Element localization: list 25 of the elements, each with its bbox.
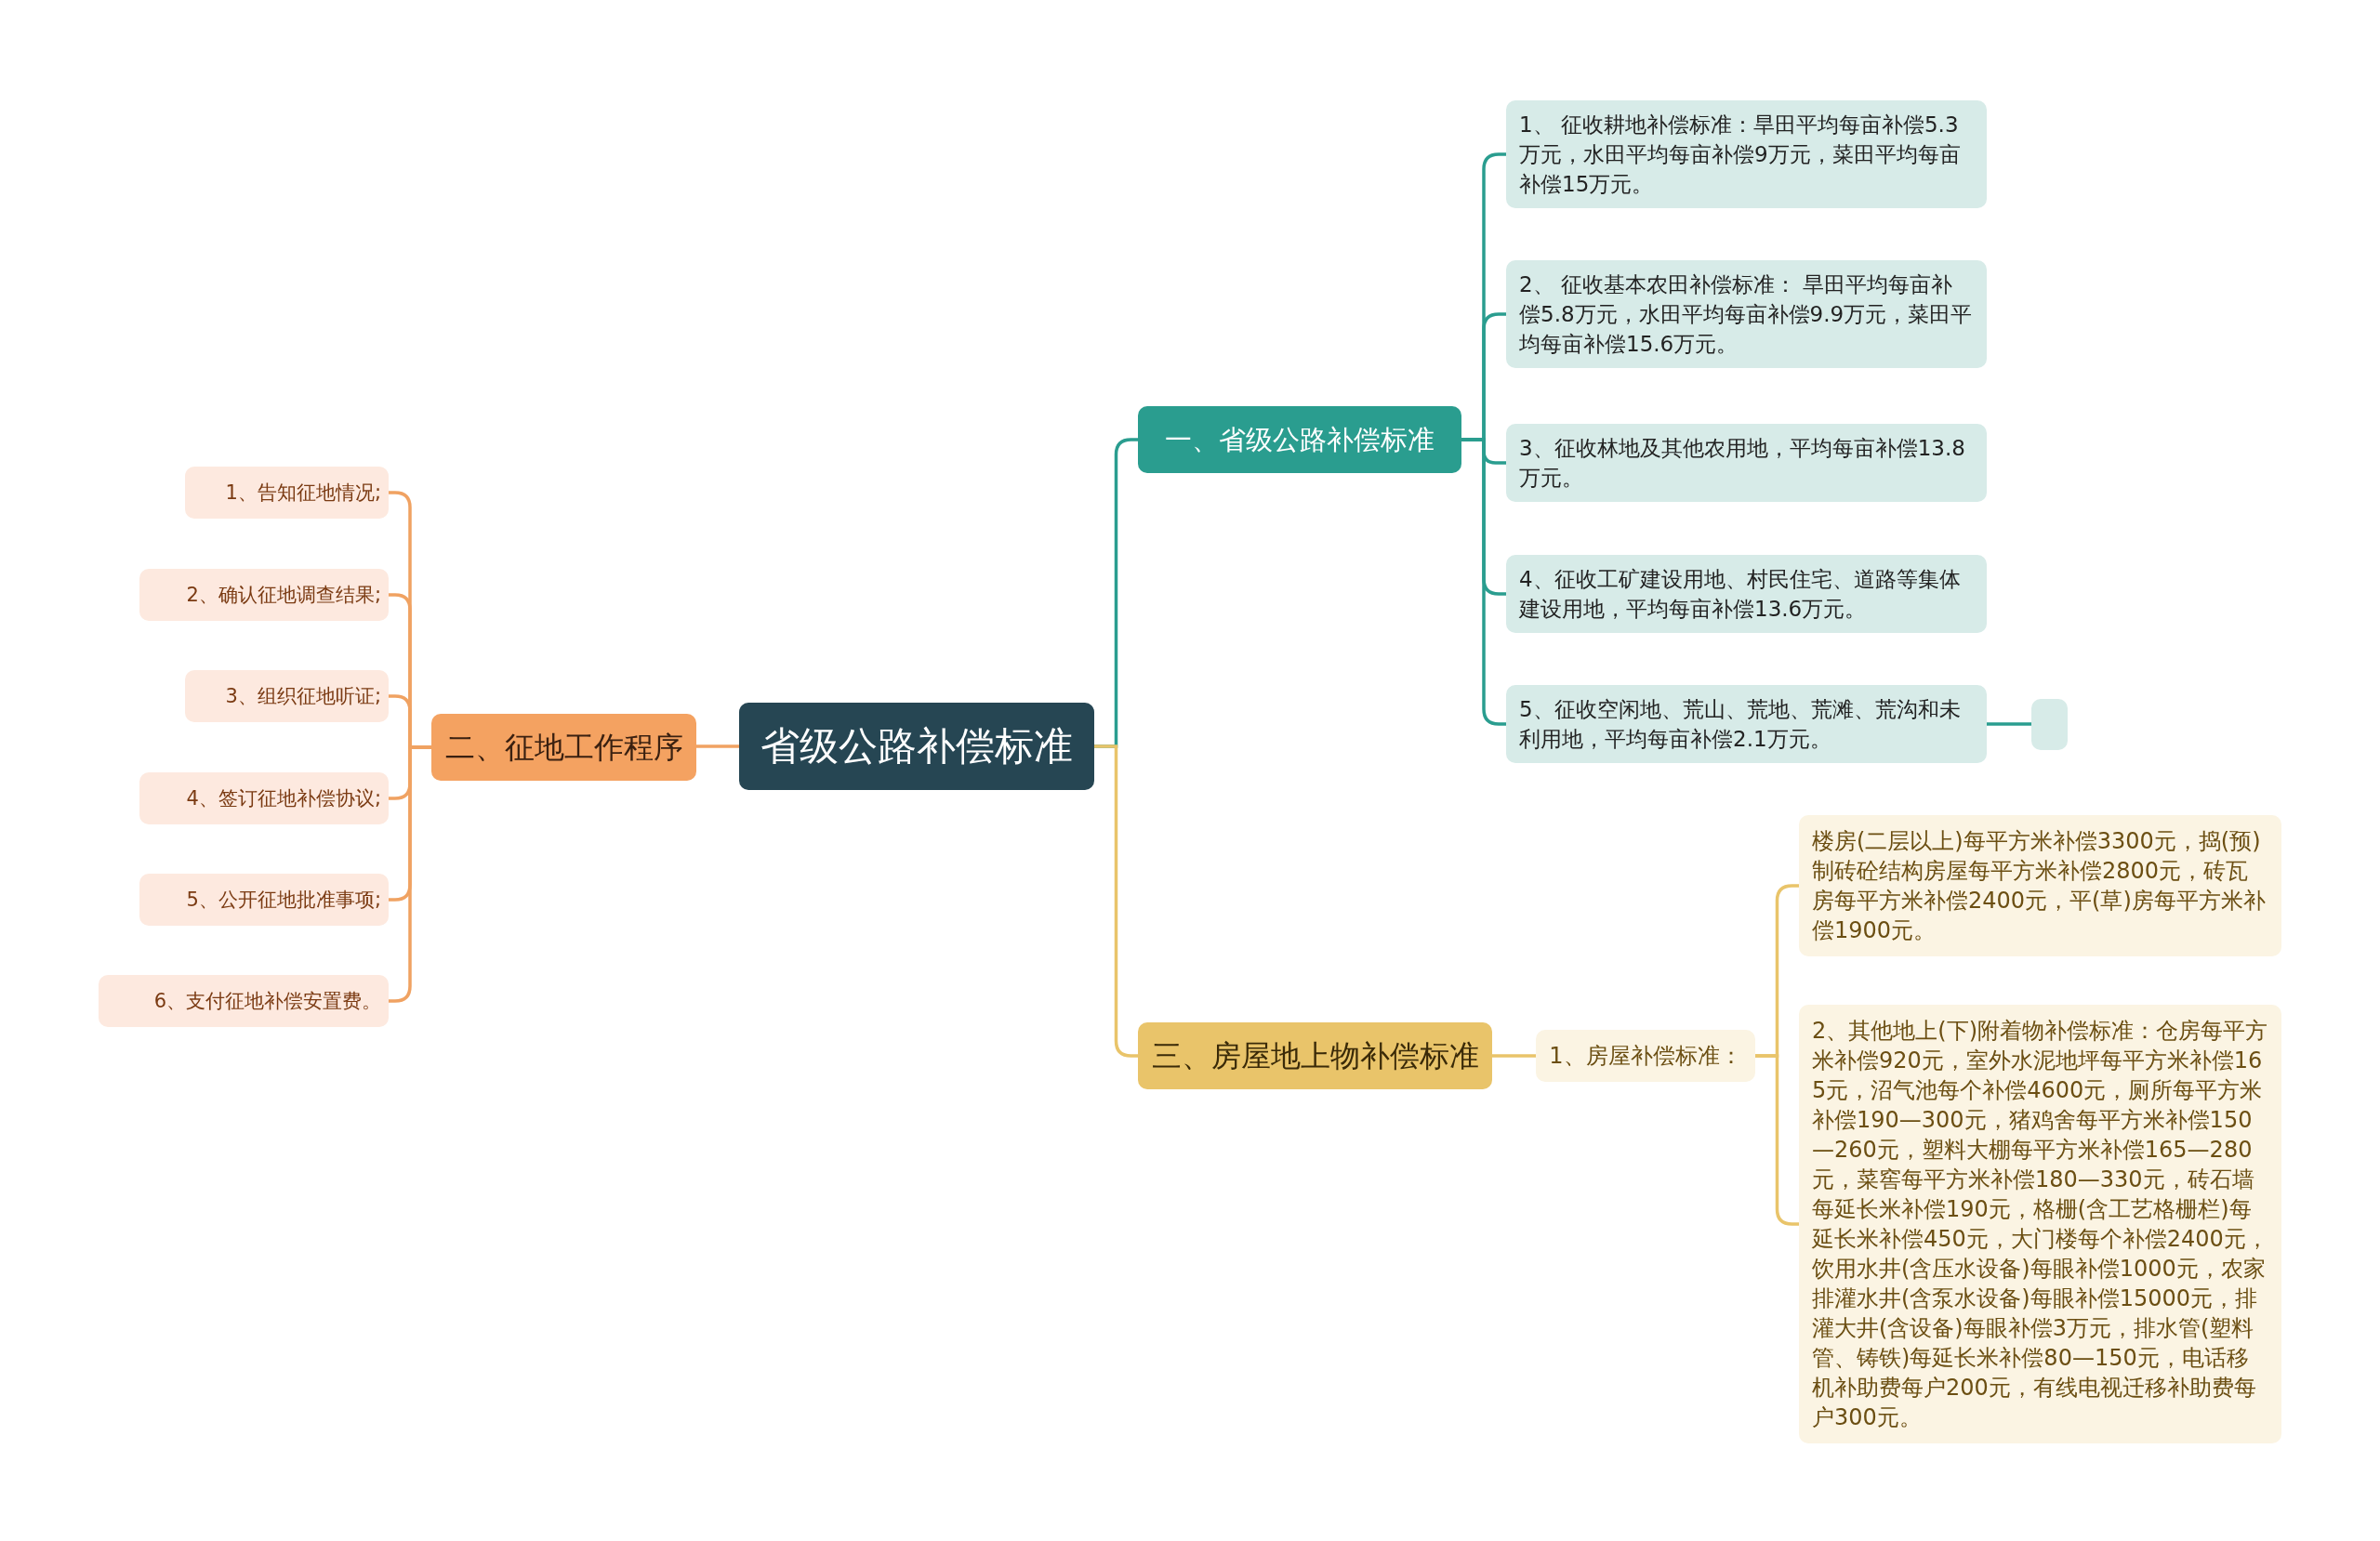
subtopic-box: 楼房(二层以上)每平方米补偿3300元，捣(预)制砖砼结构房屋每平方米补偿2800元，砖瓦房每平方米补偿2400元，平(草)房每平方米补偿1900元。 — [1799, 815, 2281, 956]
connector-line — [1492, 1054, 1536, 1058]
empty-box — [2031, 698, 2068, 750]
connector-line — [696, 744, 739, 748]
subtopic-box: 2、其他地上(下)附着物补偿标准：仓房每平方米补偿920元，室外水泥地坪每平方米补偿165元，沼气池每个补偿4600元，厕所每平方米补偿190—300元，猪鸡舍每平方米补偿150—260元，塑料大棚每平方米补偿165—280元，菜窖每平方米补偿180—330元，砖石墙每延长米补偿190元，格栅(含工艺格栅栏)每延长米补偿450元，大门楼每个补偿2400元，饮用水井(含压水设备)每眼补偿1000元，农家排灌水井(含泵水设备)每眼补偿15000元，排灌大井(含设备)每眼补偿3万元，排水管(塑料管、铸铁)每延长米补偿80—150元，电话移机补助费每户200元，有线电视迁移补助费每户300元。 — [1799, 1005, 2281, 1443]
subtopic-box: 5、征收空闲地、荒山、荒地、荒滩、荒沟和未利用地，平均每亩补偿2.1万元。 — [1506, 685, 1987, 763]
connector-line — [1987, 722, 2031, 726]
subtopic-box: 6、支付征地补偿安置费。 — [99, 975, 389, 1027]
subtopic-box: 4、签订征地补偿协议; — [139, 772, 389, 824]
branch-topic: 三、房屋地上物补偿标准 — [1138, 1022, 1492, 1089]
connector-line — [1755, 1054, 1799, 1226]
connector-line — [389, 745, 431, 1003]
central-topic: 省级公路补偿标准 — [739, 703, 1094, 790]
subtopic-box: 3、征收林地及其他农用地，平均每亩补偿13.8万元。 — [1506, 424, 1987, 502]
subtopic-box: 4、征收工矿建设用地、村民住宅、道路等集体建设用地，平均每亩补偿13.6万元。 — [1506, 555, 1987, 633]
subtopic-box: 3、组织征地听证; — [185, 670, 389, 722]
subtopic-box: 1、 征收耕地补偿标准：旱田平均每亩补偿5.3万元，水田平均每亩补偿9万元，菜田平均每亩补偿15万元。 — [1506, 100, 1987, 208]
branch-topic: 二、征地工作程序 — [431, 714, 696, 781]
connector-line — [1094, 744, 1138, 1058]
subtopic-box: 5、公开征地批准事项; — [139, 874, 389, 926]
branch-topic: 一、省级公路补偿标准 — [1138, 406, 1461, 473]
subtopic-box: 1、告知征地情况; — [185, 467, 389, 519]
subtopic-box: 2、确认征地调查结果; — [139, 569, 389, 621]
subtopic-box: 2、 征收基本农田补偿标准： 旱田平均每亩补偿5.8万元，水田平均每亩补偿9.9万元，菜田平均每亩补偿15.6万元。 — [1506, 260, 1987, 368]
subtopic-box: 1、房屋补偿标准： — [1536, 1030, 1755, 1082]
